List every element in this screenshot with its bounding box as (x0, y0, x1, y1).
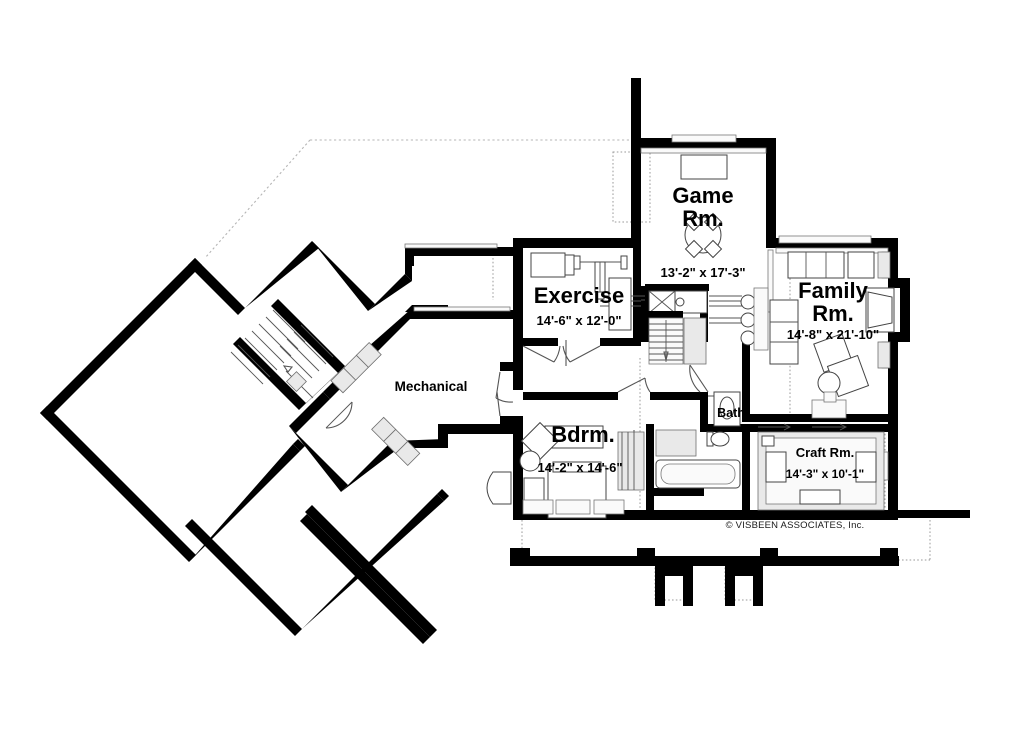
sofa-north (787, 251, 845, 279)
pier-1 (510, 548, 530, 566)
weight-bench (530, 252, 566, 278)
pier-4 (880, 548, 898, 566)
craft-wall-unit (761, 435, 775, 447)
corner-chair (520, 421, 560, 461)
label-bedroom: Bdrm. (551, 422, 615, 447)
bath-fixtures (655, 391, 741, 489)
craft-door-arrows (758, 423, 848, 431)
label-game-room-line1: Game (672, 183, 733, 208)
stoop-1 (655, 566, 693, 606)
east-terrace-wall (898, 510, 970, 518)
bathtub (655, 459, 741, 489)
label-exercise-room: Exercise (534, 283, 625, 308)
side-chair (847, 251, 875, 279)
nightstand-left (523, 477, 545, 503)
craft-room-furniture (757, 423, 885, 511)
bar-base-cabinets (683, 317, 707, 365)
label-game-room-dimensions: 13'-2" x 17'-3" (660, 265, 745, 280)
window-seat (486, 471, 512, 505)
pier-2 (637, 548, 655, 566)
game-room-furniture (680, 154, 728, 259)
media-console (680, 154, 728, 180)
label-mechanical: Mechanical (395, 379, 468, 394)
stoop-2 (725, 566, 763, 606)
pier-3 (760, 548, 778, 566)
bedroom-furniture (486, 421, 645, 519)
room-labels: Game Rm. 13'-2" x 17'-3" Family Rm. 14'-… (395, 183, 880, 481)
fireplace (865, 287, 895, 333)
craft-cabinet-left (765, 451, 787, 483)
label-family-room-line1: Family (798, 278, 868, 303)
toilet (706, 431, 730, 447)
sink-basin (719, 396, 735, 420)
bar-stools (740, 294, 756, 346)
label-craft-room: Craft Rm. (796, 445, 855, 460)
bar-peninsula (753, 287, 769, 351)
terrace-and-piers (510, 510, 970, 606)
window-game-room-north (671, 134, 737, 143)
diagonal-stairs (230, 299, 345, 410)
sofa-west (769, 299, 799, 365)
label-family-room-dimensions: 14'-8" x 21'-10" (787, 327, 879, 342)
lamp-table (519, 450, 541, 472)
label-game-room-line2: Rm. (682, 206, 724, 231)
label-bath: Bath (717, 406, 745, 420)
exercise-cabinet (608, 277, 632, 331)
label-exercise-room-dimensions: 14'-6" x 12'-0" (536, 313, 621, 328)
side-table (817, 371, 841, 395)
copyright-notice: © VISBEEN ASSOCIATES, Inc. (726, 520, 865, 531)
window-family-north (778, 235, 872, 244)
diagonal-garage-wing (40, 258, 449, 644)
exercise-equipment (530, 252, 632, 331)
wet-bar-and-stairs (600, 284, 769, 365)
weight-rack (573, 255, 628, 300)
interior-stair-treads (648, 317, 684, 365)
label-bedroom-dimensions: 14'-2" x 14'-6" (537, 460, 622, 475)
diagonal-storage-hatch (285, 341, 421, 467)
family-room-furniture (769, 251, 895, 419)
craft-cabinet-right (855, 451, 877, 483)
label-family-room-line2: Rm. (812, 301, 854, 326)
bar-sink (674, 290, 708, 314)
stair-treads (230, 309, 334, 385)
round-table-chairs (684, 212, 723, 259)
craft-table (799, 489, 841, 505)
family-cabinet (811, 399, 847, 419)
linen-closet (655, 429, 697, 457)
label-craft-room-dimensions: 14'-3" x 10'-1" (786, 467, 864, 481)
